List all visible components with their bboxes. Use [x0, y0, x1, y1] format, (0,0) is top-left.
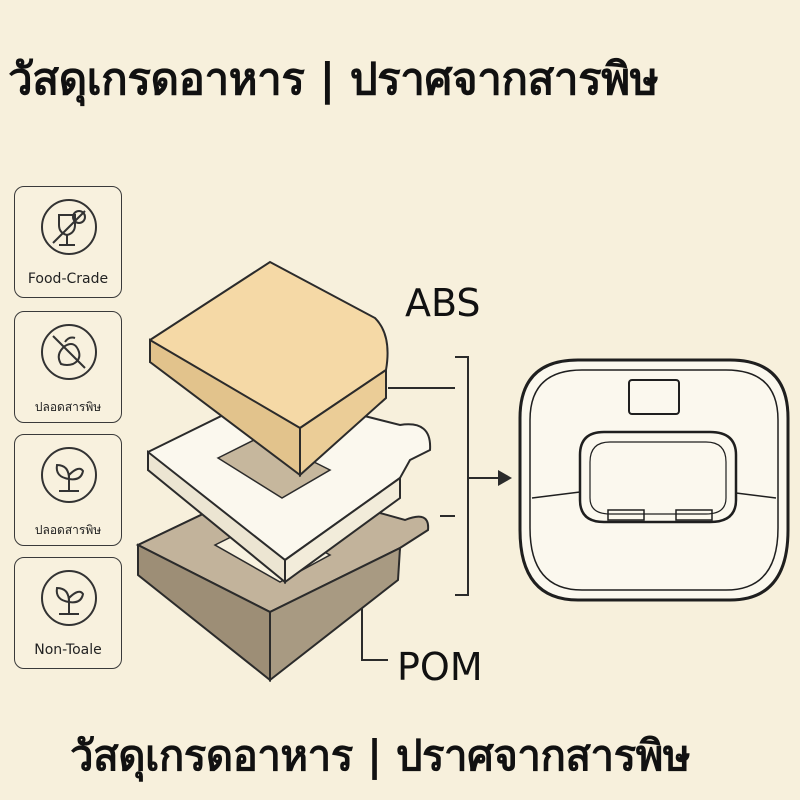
leaf-icon: [41, 447, 97, 503]
no-toxic-icon: [41, 324, 97, 380]
layer-bracket: [455, 356, 469, 596]
food-grade-icon: [41, 199, 97, 255]
badge-label: ปลอดสารพิษ: [34, 523, 102, 537]
pom-label: POM: [397, 645, 483, 689]
pom-leader-line: [361, 608, 388, 661]
badge-no-toxic: ปลอดสารพิษ: [14, 311, 122, 423]
product-opening: [578, 430, 738, 524]
badge-label: ปลอดสารพิษ: [34, 400, 102, 414]
badge-pesticide-free: ปลอดสารพิษ: [14, 434, 122, 546]
middle-layer-cutout: [216, 435, 332, 499]
product-clip-left: [607, 509, 645, 521]
assembled-product: [518, 358, 790, 602]
product-sensor-window: [628, 379, 680, 415]
product-opening-inner: [589, 441, 727, 515]
footer-title: วัสดุเกรดอาหาร | ปราศจากสารพิษ: [70, 731, 691, 780]
middle-layer-right: [284, 476, 401, 584]
badge-label: Food-Crade: [27, 271, 109, 287]
pom-layer-right: [269, 546, 402, 683]
badge-label: Non-Toale: [34, 642, 102, 658]
middle-layer: [147, 390, 432, 585]
abs-layer: [149, 260, 389, 478]
abs-label: ABS: [405, 281, 481, 325]
product-clip-right: [675, 509, 713, 521]
leaf-icon: [41, 570, 97, 626]
arrow-head-icon: [498, 470, 512, 486]
badge-food-grade: Food-Crade: [14, 186, 122, 298]
page-title: วัสดุเกรดอาหาร | ปราศจากสารพิษ: [8, 54, 659, 105]
product-inner-rim: [529, 369, 779, 591]
badge-non-toxic: Non-Toale: [14, 557, 122, 669]
abs-layer-right: [299, 368, 387, 478]
